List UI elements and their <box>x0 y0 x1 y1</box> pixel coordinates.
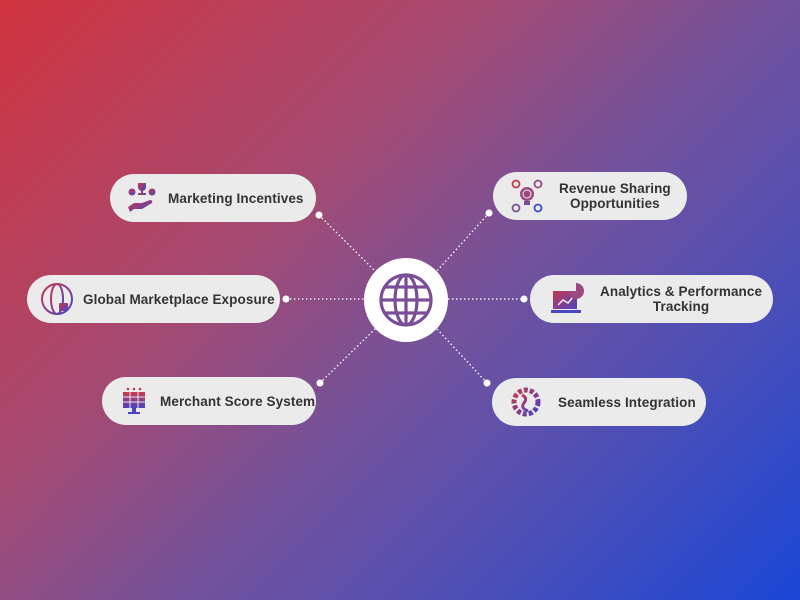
globe-lock-icon <box>39 281 75 317</box>
gear-sync-icon <box>508 384 544 420</box>
node-revenue-sharing[interactable]: Revenue Sharing Opportunities <box>493 172 687 220</box>
node-label: Merchant Score System <box>160 393 316 409</box>
node-analytics-performance-tracking[interactable]: Analytics & Performance Tracking <box>530 275 773 323</box>
node-merchant-score-system[interactable]: Merchant Score System <box>102 377 316 425</box>
lightbulb-network-icon <box>509 178 545 214</box>
node-label: Global Marketplace Exposure <box>83 291 275 307</box>
node-seamless-integration[interactable]: Seamless Integration <box>492 378 706 426</box>
laptop-chart-icon <box>550 281 586 317</box>
node-marketing-incentives[interactable]: Marketing Incentives <box>110 174 316 222</box>
node-label: Marketing Incentives <box>168 190 304 206</box>
node-global-marketplace-exposure[interactable]: Global Marketplace Exposure <box>27 275 280 323</box>
node-label: Analytics & Performance Tracking <box>600 284 763 314</box>
globe-icon <box>379 273 433 327</box>
node-label: Revenue Sharing Opportunities <box>559 181 671 211</box>
monitor-score-icon <box>116 383 152 419</box>
center-hub <box>364 258 448 342</box>
node-label: Seamless Integration <box>558 394 696 410</box>
hand-trophy-coins-icon <box>124 180 160 216</box>
